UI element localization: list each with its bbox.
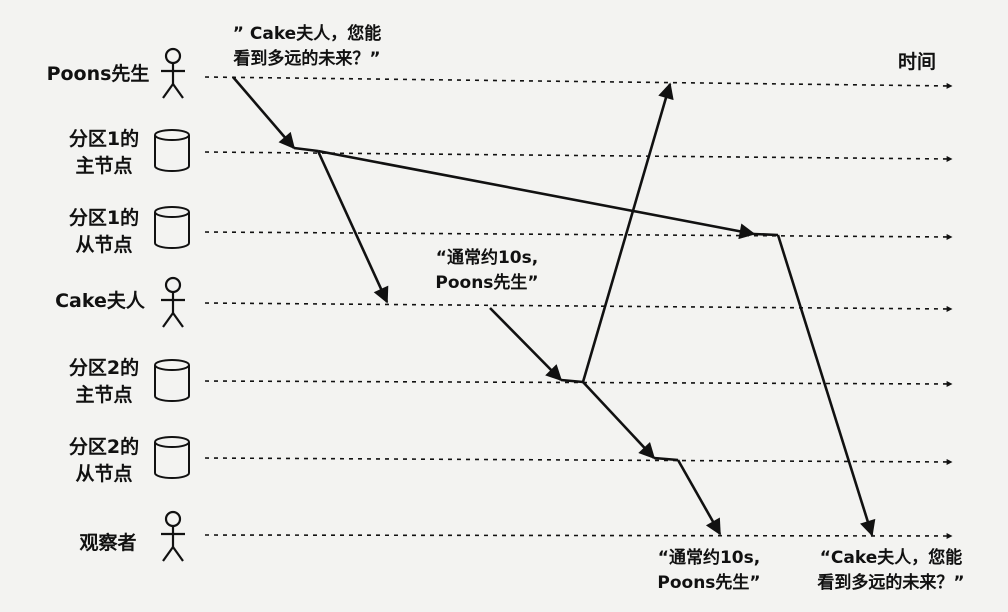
label-line: Poons先生 — [46, 63, 150, 85]
arrow-p2-leader-to-poons — [581, 82, 674, 383]
timeline-p1-follower — [204, 231, 953, 240]
arrow-replication-p1-to-follower — [317, 149, 756, 240]
quote-line: “Cake夫人，您能 — [819, 548, 963, 568]
participant-label-p1-follower: 分区1的 从节点 — [60, 205, 148, 259]
p1-leader-processing — [293, 146, 319, 153]
timeline-p2-leader — [204, 380, 953, 387]
participant-label-p2-follower: 分区2的 从节点 — [60, 434, 148, 488]
quote-line: “通常约10s, — [435, 248, 539, 268]
database-icon-p2-leader — [154, 359, 190, 402]
arrow-cake-answer-to-p2-leader — [489, 307, 563, 382]
quote-line: Poons先生” — [657, 573, 761, 593]
label-line: 观察者 — [79, 532, 137, 554]
label-line: 分区2的 — [68, 436, 140, 458]
quote-line: ” Cake夫人，您能 — [232, 24, 382, 44]
participant-label-observer: 观察者 — [64, 530, 152, 557]
label-line: Cake夫人 — [55, 290, 145, 312]
timeline-poons — [204, 76, 953, 89]
quote-line: 看到多远的未来？” — [817, 573, 965, 593]
p1-follower-processing — [753, 232, 779, 237]
label-line: 主节点 — [75, 155, 133, 177]
timeline-p2-follower — [204, 457, 953, 465]
quote-observer-answer: “通常约10s, Poons先生” — [634, 546, 784, 596]
database-icon-p1-leader — [154, 129, 190, 172]
arrow-p1-follower-to-observer — [776, 234, 876, 537]
p2-leader-processing — [560, 378, 584, 384]
quote-line: “通常约10s, — [657, 548, 761, 568]
quote-cake-answer: “通常约10s, Poons先生” — [412, 246, 562, 296]
timeline-p1-leader — [204, 151, 953, 162]
arrow-p1-leader-to-cake — [316, 150, 389, 304]
label-line: 分区1的 — [68, 128, 140, 150]
arrow-replication-p2-to-follower — [582, 381, 656, 460]
arrow-poons-question-to-p1-leader — [232, 76, 296, 150]
person-icon-cake — [161, 276, 185, 328]
quote-line: 看到多远的未来？” — [233, 49, 381, 69]
participant-label-p2-leader: 分区2的 主节点 — [60, 355, 148, 409]
participant-label-poons: Poons先生 — [44, 61, 152, 88]
timeline-cake — [204, 302, 953, 312]
quote-line: Poons先生” — [435, 273, 539, 293]
label-line: 分区2的 — [68, 357, 140, 379]
timeline-observer — [204, 532, 953, 539]
quote-observer-question: “Cake夫人，您能 看到多远的未来？” — [796, 546, 986, 596]
p2-follower-processing — [653, 456, 679, 462]
label-line: 从节点 — [75, 463, 133, 485]
participant-label-cake: Cake夫人 — [48, 288, 152, 315]
participant-label-p1-leader: 分区1的 主节点 — [60, 126, 148, 180]
time-axis-label: 时间 — [898, 51, 937, 73]
quote-poons-question: ” Cake夫人，您能 看到多远的未来？” — [212, 22, 402, 72]
label-line: 分区1的 — [68, 207, 140, 229]
person-icon-observer — [161, 510, 185, 562]
label-line: 从节点 — [75, 234, 133, 256]
arrow-p2-follower-to-observer — [676, 459, 722, 536]
person-icon-poons — [161, 47, 185, 99]
database-icon-p1-follower — [154, 206, 190, 249]
label-line: 主节点 — [75, 384, 133, 406]
database-icon-p2-follower — [154, 436, 190, 479]
